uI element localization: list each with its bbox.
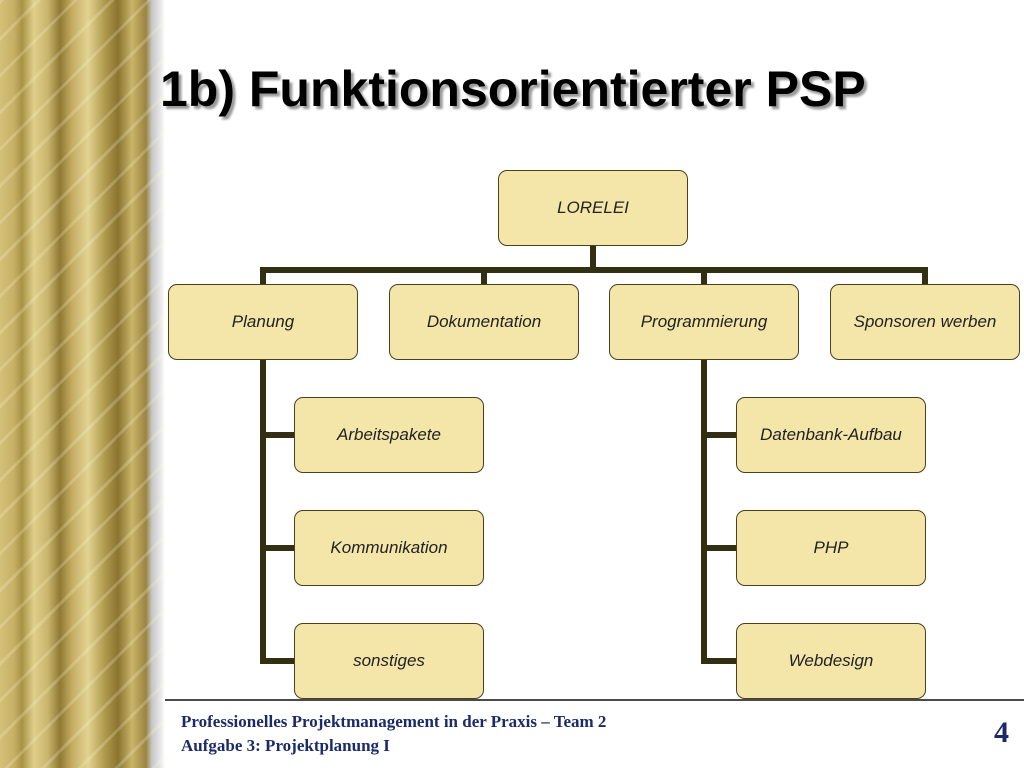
node-label: Datenbank-Aufbau [760,425,902,445]
node-sonstiges: sonstiges [294,623,484,699]
node-label: PHP [813,538,849,558]
footer-assignment-title: Aufgabe 3: Projektplanung I [181,736,390,755]
footer-divider [165,699,1024,701]
page-number: 4 [994,716,1009,749]
node-programmierung: Programmierung [609,284,799,360]
node-php: PHP [736,510,926,586]
node-label: Webdesign [788,651,874,671]
slide-title: 1b) Funktionsorientierter PSP [160,61,866,117]
node-label: LORELEI [557,198,629,218]
node-label: Planung [231,312,295,332]
node-kommunikation: Kommunikation [294,510,484,586]
node-arbeitspakete: Arbeitspakete [294,397,484,473]
node-label: sonstiges [353,651,425,671]
node-dokumentation: Dokumentation [389,284,579,360]
node-webdesign: Webdesign [736,623,926,699]
node-sponsoren-werben: Sponsoren werben [830,284,1020,360]
node-lorelei: LORELEI [498,170,688,246]
node-label: Kommunikation [330,538,448,558]
node-label: Dokumentation [426,312,542,332]
node-label: Arbeitspakete [337,425,441,445]
footer-course-title: Professionelles Projektmanagement in der… [181,712,607,731]
node-label: Programmierung [640,312,768,332]
decorative-column [0,0,165,768]
node-planung: Planung [168,284,358,360]
node-datenbank-aufbau: Datenbank-Aufbau [736,397,926,473]
node-label: Sponsoren werben [853,312,997,332]
